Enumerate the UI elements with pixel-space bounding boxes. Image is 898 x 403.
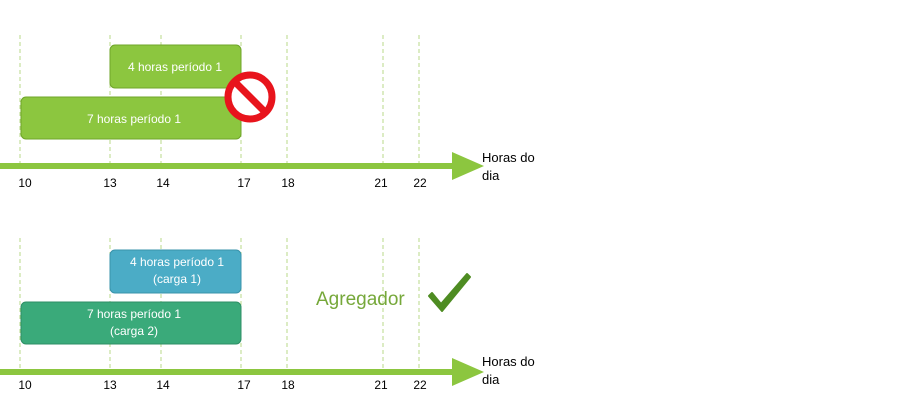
top-tick-labels: 10 13 14 17 18 21 22 — [18, 176, 427, 190]
tick-label: 14 — [156, 176, 170, 190]
bar-4h-carga1-label-line2: (carga 1) — [153, 272, 201, 286]
axis-arrowhead — [452, 152, 484, 180]
bottom-time-axis — [0, 358, 484, 386]
tick-label: 14 — [156, 378, 170, 392]
bottom-panel: 4 horas período 1 (carga 1) 7 horas perí… — [0, 238, 535, 392]
tick-label: 13 — [103, 378, 117, 392]
top-panel: 4 horas período 1 7 horas período 1 10 1… — [0, 35, 535, 190]
tick-label: 17 — [237, 378, 251, 392]
tick-label: 18 — [281, 378, 295, 392]
top-time-axis — [0, 152, 484, 180]
tick-label: 21 — [374, 378, 388, 392]
tick-label: 21 — [374, 176, 388, 190]
tick-label: 22 — [413, 176, 427, 190]
axis-title-line2: dia — [482, 372, 500, 387]
bar-7h-carga2-label-line2: (carga 2) — [110, 324, 158, 338]
axis-title-line2: dia — [482, 168, 500, 183]
bar-4h-carga1-label-line1: 4 horas período 1 — [130, 255, 224, 269]
aggregator-label: Agregador — [316, 289, 405, 310]
bar-4h-carga1 — [109, 249, 242, 294]
tick-label: 13 — [103, 176, 117, 190]
bar-7h-carga2 — [20, 301, 242, 345]
bar-7h-label: 7 horas período 1 — [87, 112, 181, 126]
axis-arrowhead — [452, 358, 484, 386]
tick-label: 17 — [237, 176, 251, 190]
axis-title-line1: Horas do — [482, 150, 535, 165]
bar-7h-carga2-label-line1: 7 horas período 1 — [87, 307, 181, 321]
checkmark-icon — [428, 273, 471, 312]
tick-label: 22 — [413, 378, 427, 392]
prohibited-icon — [224, 71, 276, 123]
tick-label: 10 — [18, 176, 32, 190]
bar-4h-label: 4 horas período 1 — [128, 60, 222, 74]
bar-4h-period1 — [109, 44, 242, 89]
bottom-tick-labels: 10 13 14 17 18 21 22 — [18, 378, 427, 392]
tick-label: 10 — [18, 378, 32, 392]
tick-label: 18 — [281, 176, 295, 190]
axis-title-line1: Horas do — [482, 354, 535, 369]
